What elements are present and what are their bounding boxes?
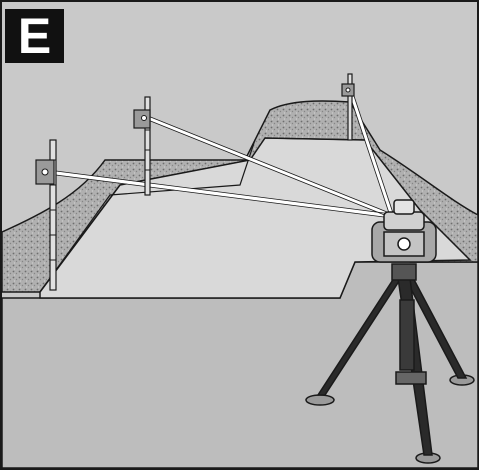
figure-label: E (5, 9, 64, 63)
